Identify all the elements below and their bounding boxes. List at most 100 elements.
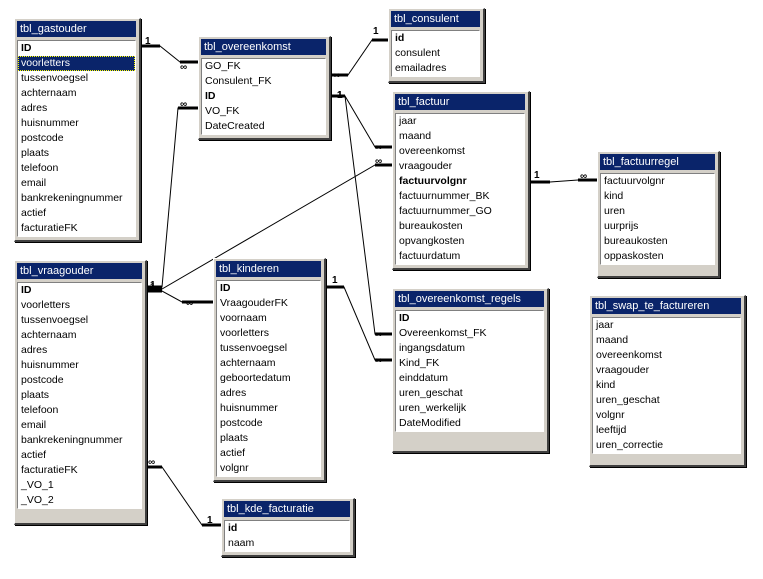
field-item[interactable]: ID [220, 282, 231, 294]
field-item[interactable]: uren_correctie [596, 439, 664, 451]
field-list[interactable]: id naam [224, 520, 350, 552]
field-item[interactable]: ingangsdatum [399, 342, 465, 354]
field-item[interactable]: factuurvolgnr [399, 175, 467, 187]
field-item[interactable]: uren [604, 205, 626, 217]
table-title[interactable]: tbl_factuurregel [600, 154, 715, 170]
field-item[interactable]: ID [205, 90, 216, 102]
field-item[interactable]: huisnummer [220, 402, 278, 414]
field-item[interactable]: kind [604, 190, 624, 202]
field-item[interactable]: _VO_1 [21, 479, 54, 491]
field-item[interactable]: ID [21, 284, 32, 296]
relationship-factuur-factuurregel[interactable]: 1∞ [530, 170, 597, 184]
field-item[interactable]: actief [21, 207, 47, 219]
table-tbl-factuurregel[interactable]: tbl_factuurregel factuurvolgnr kind uren uur… [597, 151, 720, 278]
field-item[interactable]: tussenvoegsel [220, 342, 288, 354]
field-item[interactable]: jaar [399, 115, 417, 127]
field-item[interactable]: plaats [21, 147, 50, 159]
field-item[interactable]: voorletters [21, 299, 71, 311]
field-item[interactable]: plaats [220, 432, 249, 444]
table-title[interactable]: tbl_overeenkomst [201, 39, 326, 55]
field-item[interactable]: consulent [395, 47, 440, 59]
field-item[interactable]: vraagouder [596, 364, 650, 376]
field-item[interactable]: achternaam [21, 87, 77, 99]
field-item[interactable]: Overeenkomst_FK [399, 327, 487, 339]
field-item[interactable]: adres [220, 387, 247, 399]
relationship-gastouder-overeenkomst[interactable]: 1∞ [141, 36, 198, 73]
field-item[interactable]: opvangkosten [399, 235, 465, 247]
field-item[interactable]: email [21, 419, 47, 431]
field-item[interactable]: postcode [21, 374, 64, 386]
field-item[interactable]: Kind_FK [399, 357, 440, 369]
field-item[interactable]: id [228, 522, 238, 534]
field-item[interactable]: tussenvoegsel [21, 72, 89, 84]
table-title[interactable]: tbl_vraagouder [17, 263, 142, 279]
field-item[interactable]: maand [399, 130, 432, 142]
field-item[interactable]: GO_FK [205, 60, 241, 72]
field-item[interactable]: facturatieFK [21, 464, 78, 476]
table-title[interactable]: tbl_overeenkomst_regels [395, 291, 544, 307]
field-item[interactable]: VO_FK [205, 105, 240, 117]
field-item[interactable]: bankrekeningnummer [21, 192, 123, 204]
field-list[interactable]: ID VraagouderFK voornaam voorletters tussenv… [216, 280, 321, 477]
field-item[interactable]: huisnummer [21, 117, 79, 129]
field-item[interactable]: telefoon [21, 162, 59, 174]
field-item[interactable]: bureaukosten [399, 220, 463, 232]
field-item[interactable]: achternaam [21, 329, 77, 341]
field-item[interactable]: factuurnummer_BK [399, 190, 490, 202]
field-item[interactable]: id [395, 32, 405, 44]
field-item[interactable]: uren_geschat [399, 387, 463, 399]
field-item[interactable]: voornaam [220, 312, 267, 324]
field-item[interactable]: emailadres [395, 62, 447, 74]
field-item[interactable]: overeenkomst [596, 349, 662, 361]
field-item[interactable]: uurprijs [604, 220, 639, 232]
field-item[interactable]: bureaukosten [604, 235, 668, 247]
field-item[interactable]: VraagouderFK [220, 297, 288, 309]
field-list[interactable]: GO_FK Consulent_FK ID VO_FK DateCreated [201, 58, 326, 135]
table-title[interactable]: tbl_consulent [391, 11, 480, 27]
field-list[interactable]: id consulent emailadres [391, 30, 480, 77]
field-item[interactable]: volgnr [596, 409, 625, 421]
field-item[interactable]: volgnr [220, 462, 249, 474]
table-title[interactable]: tbl_swap_te_factureren [592, 298, 741, 314]
field-item[interactable]: bankrekeningnummer [21, 434, 123, 446]
relationship-vraagouder-kinderen[interactable]: 1∞ [147, 284, 213, 309]
field-item[interactable]: ID [399, 312, 410, 324]
field-item[interactable]: voorletters [220, 327, 270, 339]
field-item[interactable]: email [21, 177, 47, 189]
field-item[interactable]: _VO_2 [21, 494, 54, 506]
field-item[interactable]: postcode [21, 132, 64, 144]
field-item[interactable]: uren_werkelijk [399, 402, 467, 414]
field-item[interactable]: achternaam [220, 357, 276, 369]
field-item[interactable]: Consulent_FK [205, 75, 272, 87]
relationship-vraagouder-factuur[interactable]: 1∞ [147, 156, 392, 293]
table-title[interactable]: tbl_gastouder [17, 21, 136, 37]
relationship-overeenkomst-overeenkomst_regels[interactable]: 1∞ [331, 90, 392, 340]
field-item[interactable]: plaats [21, 389, 50, 401]
field-item[interactable]: tussenvoegsel [21, 314, 89, 326]
field-item[interactable]: DateCreated [205, 120, 265, 132]
field-item[interactable]: postcode [220, 417, 263, 429]
field-item[interactable]: kind [596, 379, 616, 391]
field-item[interactable]: actief [21, 449, 47, 461]
table-title[interactable]: tbl_factuur [395, 94, 525, 110]
field-item[interactable]: facturatieFK [21, 222, 78, 234]
field-item[interactable]: naam [228, 537, 255, 549]
relationship-kde_facturatie-vraagouder[interactable]: 1∞ [147, 457, 221, 527]
table-title[interactable]: tbl_kde_facturatie [224, 501, 350, 517]
field-item[interactable]: adres [21, 102, 48, 114]
field-item[interactable]: oppaskosten [604, 250, 664, 262]
field-item[interactable]: factuurvolgnr [604, 175, 665, 187]
relationship-consulent-overeenkomst[interactable]: 1∞ [331, 26, 388, 81]
